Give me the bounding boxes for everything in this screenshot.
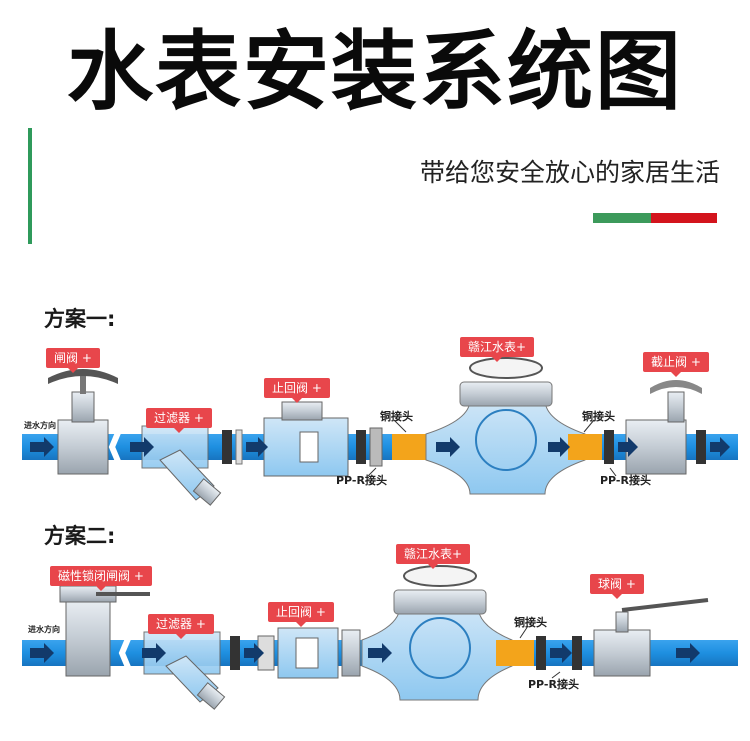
plan1-filter	[141, 425, 222, 506]
plan2-inlet-label: 进水方向	[28, 625, 60, 634]
valve-handle-icon	[621, 598, 709, 612]
plan2-pipe-break	[118, 632, 133, 674]
plan1-union	[356, 430, 366, 464]
plan1-title: 方案一:	[44, 307, 116, 331]
plan2-check-valve	[257, 627, 361, 679]
plan1-water-meter	[425, 357, 586, 495]
accent-bar-red	[651, 213, 717, 223]
page-subtitle: 带给您安全放心的家居生活	[419, 158, 720, 187]
plan2-union	[536, 636, 546, 670]
tag-plan1-check-valve: 止回阀 +	[264, 378, 330, 403]
plan2-diagram	[22, 565, 738, 710]
plan1-gate-valve	[48, 369, 118, 475]
plan1-union	[696, 430, 706, 464]
tag-plan1-meter: 赣江水表+	[460, 337, 535, 362]
plan2-ppr-label: PP-R接头	[528, 678, 579, 691]
arrow-right-icon	[30, 437, 730, 457]
plan1-diagram	[22, 357, 738, 506]
plan1-copper-joint-right	[568, 434, 602, 460]
plan1-ppr-left-label: PP-R接头	[336, 474, 387, 487]
plan1-union	[222, 430, 232, 464]
arrow-right-icon	[30, 643, 700, 663]
page-title: 水表安装系统图	[67, 22, 683, 122]
valve-handle-icon	[650, 380, 702, 394]
tag-plan2-check-valve: 止回阀 +	[268, 602, 334, 627]
plan1-copper-left-label: 铜接头	[380, 410, 413, 423]
water-meter-icon	[459, 381, 553, 407]
tag-plan1-gate-valve: 闸阀 +	[46, 348, 100, 373]
plan1-union	[235, 429, 243, 465]
tag-plan2-meter: 赣江水表+	[396, 544, 471, 569]
water-meter-icon	[393, 589, 487, 615]
plan2-title: 方案二:	[44, 524, 116, 548]
plan2-water-meter	[361, 565, 513, 701]
tag-plan2-magnetic-valve: 磁性锁闭闸阀 +	[50, 566, 152, 591]
valve-handle-icon	[48, 369, 118, 384]
accent-bar-green	[593, 213, 651, 223]
plan1-inlet-label: 进水方向	[24, 421, 56, 430]
plan2-copper-joint	[496, 640, 534, 666]
plan2-ball-valve	[593, 598, 709, 677]
tag-plan2-filter: 过滤器 +	[148, 614, 214, 639]
plan1-pipe-break	[108, 426, 123, 468]
plan2-copper-label: 铜接头	[514, 616, 547, 629]
plan1-check-valve	[263, 401, 349, 477]
decorative-vertical-line	[28, 128, 32, 244]
plan1-copper-joint-left	[392, 434, 426, 460]
plan1-union	[604, 430, 614, 464]
plan1-copper-right-label: 铜接头	[582, 410, 615, 423]
plan2-union	[230, 636, 240, 670]
plan2-filter	[143, 631, 226, 710]
tag-plan1-stop-valve: 截止阀 +	[643, 352, 709, 377]
plan2-union	[572, 636, 582, 670]
plan1-union	[369, 427, 383, 467]
tag-plan2-ball-valve: 球阀 +	[590, 574, 644, 599]
tag-plan1-filter: 过滤器 +	[146, 408, 212, 433]
plan1-ppr-right-label: PP-R接头	[600, 474, 651, 487]
